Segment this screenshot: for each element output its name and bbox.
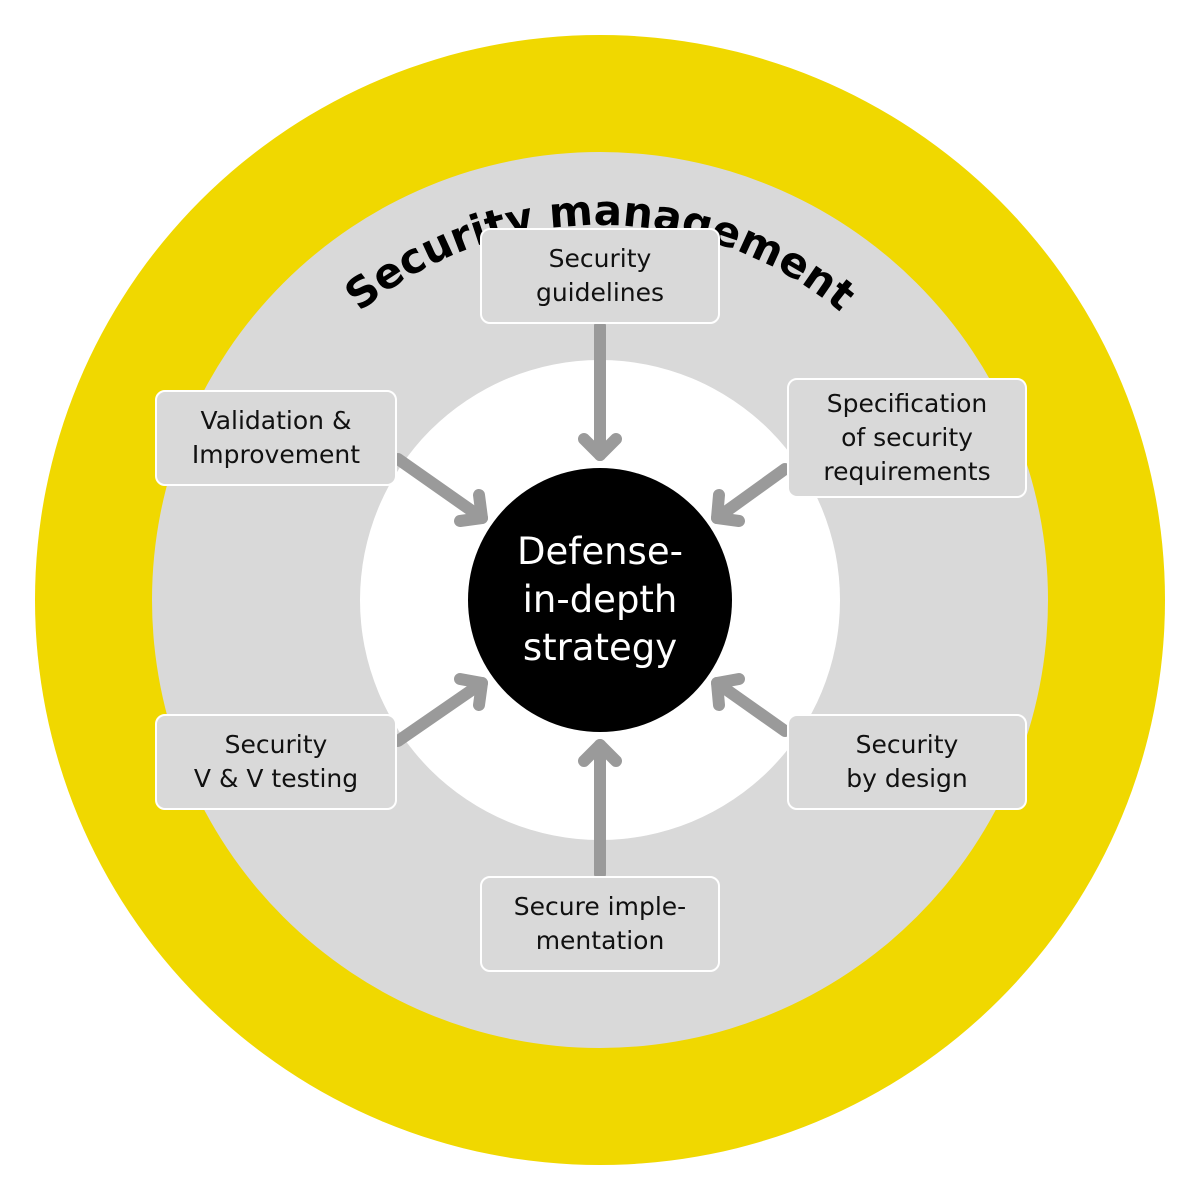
arrow-validation-improvement (392, 453, 488, 527)
box-label-line: by design (846, 764, 968, 793)
box-label-line: Secure imple- (513, 892, 687, 921)
defense-in-depth-core: Defense- in-depth strategy (468, 468, 732, 732)
core-label-line: Defense- (517, 530, 683, 573)
arrow-security-by-design (711, 673, 791, 737)
box-validation-improvement: Validation & Improvement (155, 390, 397, 486)
box-label-line: Improvement (191, 440, 361, 469)
core-label-line: strategy (522, 626, 678, 669)
arrow-specification (711, 463, 791, 527)
arrow-security-guidelines (578, 320, 622, 461)
box-label-line: V & V testing (193, 764, 359, 793)
box-label-line: Security (548, 244, 652, 273)
box-label-line: Security (855, 730, 959, 759)
box-secure-implementation: Secure imple- mentation (480, 876, 720, 972)
arrow-secure-implementation (578, 739, 622, 880)
box-specification-of-security-requirements: Specification of security requirements (787, 378, 1027, 498)
box-label-line: of security (841, 423, 973, 452)
core-label-line: in-depth (522, 578, 678, 621)
box-label-line: guidelines (535, 278, 665, 307)
box-label-line: Validation & (200, 406, 352, 435)
box-label-line: Specification (826, 389, 988, 418)
box-security-vv-testing: Security V & V testing (155, 714, 397, 810)
box-security-guidelines: Security guidelines (480, 228, 720, 324)
box-label-line: mentation (535, 926, 665, 955)
box-label-line: Security (224, 730, 328, 759)
box-security-by-design: Security by design (787, 714, 1027, 810)
arrows (392, 320, 791, 880)
arrow-security-vv-testing (392, 673, 488, 747)
box-label-line: requirements (823, 457, 991, 486)
